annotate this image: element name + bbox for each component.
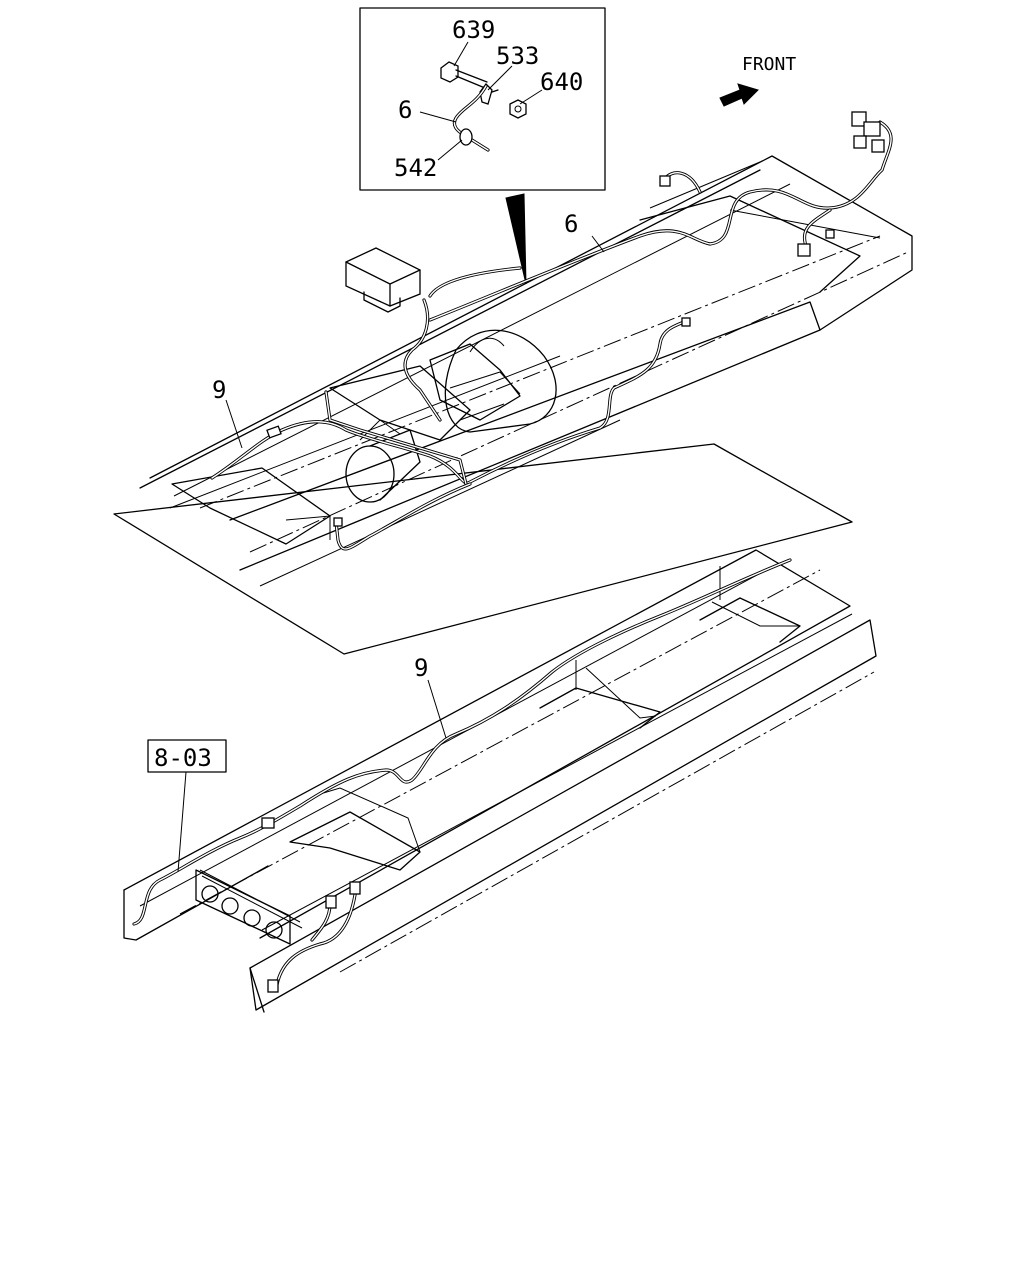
callout-533: 533 (496, 42, 539, 70)
callout-9-lower: 9 (414, 654, 428, 682)
nut-icon (509, 99, 527, 119)
detail-pointer (505, 193, 527, 285)
callout-6-main: 6 (564, 210, 578, 238)
rear-light-plate (195, 869, 303, 945)
lower-frame-rail (123, 549, 851, 939)
callout-542: 542 (394, 154, 437, 182)
harness-9-lower (132, 558, 792, 926)
upper-frame-rail (149, 155, 913, 521)
grommet-icon (459, 128, 473, 146)
callout-9-upper: 9 (212, 376, 226, 404)
muffler (345, 419, 421, 503)
upper-assembly: 6 9 (113, 111, 913, 655)
callout-6-inset: 6 (398, 96, 412, 124)
inset-detail: 639 533 640 6 542 (359, 7, 606, 191)
callout-639: 639 (452, 16, 495, 44)
inset-frame (359, 7, 606, 191)
connector-cluster (659, 111, 885, 257)
reference-label: 8-03 (154, 744, 212, 772)
arrow-icon (719, 83, 759, 107)
lower-assembly: 9 8-03 (123, 549, 877, 1013)
reference-box (147, 739, 227, 773)
cross-member (171, 467, 331, 545)
harness-9-upper (210, 320, 686, 485)
front-label: FRONT (742, 54, 796, 75)
lower-cross-member (289, 811, 421, 871)
floor-panel (113, 443, 853, 655)
front-direction: FRONT (719, 54, 796, 107)
transmission (429, 329, 557, 433)
callout-640: 640 (540, 68, 583, 96)
bolt-icon (440, 61, 488, 89)
relay-box (345, 247, 421, 313)
